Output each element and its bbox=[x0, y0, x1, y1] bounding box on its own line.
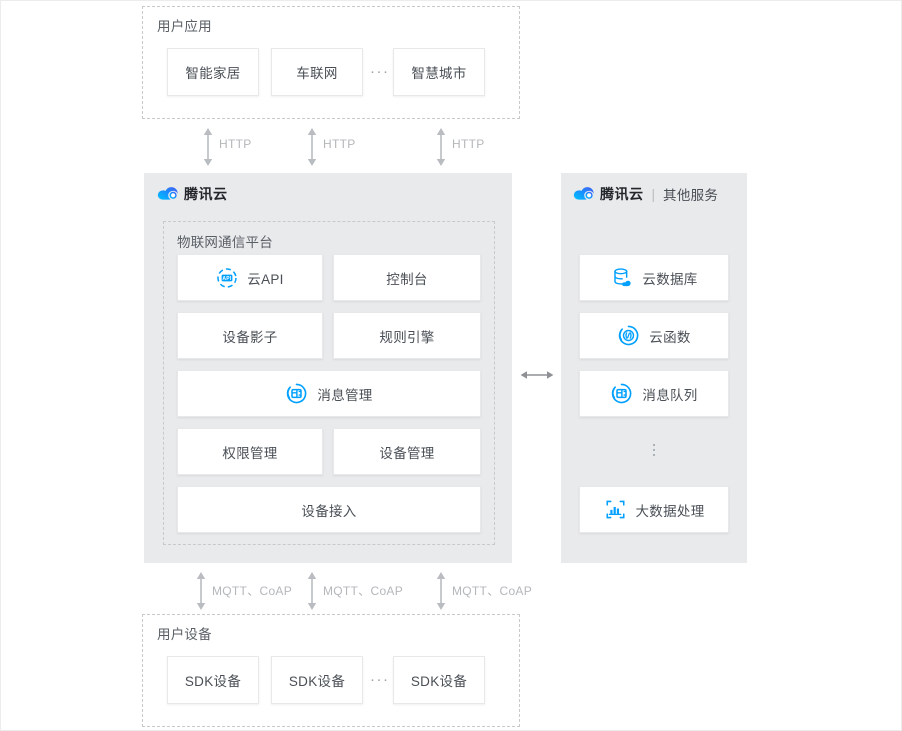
service-card-big-data[interactable]: 大数据处理 bbox=[579, 486, 729, 533]
platform-card-cloud-api[interactable]: API 云API bbox=[177, 254, 323, 301]
mqtt-arrow-3 bbox=[433, 571, 449, 611]
user-device-title: 用户设备 bbox=[157, 627, 212, 642]
service-card-message-queue[interactable]: 消息队列 bbox=[579, 370, 729, 417]
service-card-label: 消息队列 bbox=[642, 387, 698, 403]
tencent-cloud-brand-label: 腾讯云 bbox=[184, 186, 228, 202]
cloud-function-icon bbox=[617, 324, 640, 347]
app-card-smart-city[interactable]: 智慧城市 bbox=[393, 48, 485, 96]
service-card-label: 云函数 bbox=[649, 329, 691, 345]
http-arrow-1 bbox=[200, 127, 216, 167]
other-services-subtitle: 其他服务 bbox=[663, 188, 719, 203]
http-arrow-3 bbox=[433, 127, 449, 167]
http-arrow-label-1: HTTP bbox=[219, 137, 252, 151]
tencent-cloud-logo-icon bbox=[573, 186, 594, 202]
mqtt-arrow-label-2: MQTT、CoAP bbox=[323, 584, 404, 598]
mqtt-arrow-2 bbox=[304, 571, 320, 611]
service-card-label: 云数据库 bbox=[642, 271, 698, 287]
app-card-label: 智慧城市 bbox=[411, 66, 467, 81]
platform-card-label: 设备接入 bbox=[301, 503, 357, 519]
device-card-label: SDK设备 bbox=[288, 674, 346, 689]
svg-text:API: API bbox=[223, 275, 233, 281]
http-arrow-label-2: HTTP bbox=[323, 137, 356, 151]
mqtt-arrow-1 bbox=[193, 571, 209, 611]
service-card-label: 大数据处理 bbox=[635, 503, 705, 519]
user-application-title: 用户应用 bbox=[157, 19, 212, 34]
app-card-connected-vehicle[interactable]: 车联网 bbox=[271, 48, 363, 96]
user-device-group bbox=[142, 614, 520, 727]
services-vertical-ellipsis bbox=[653, 444, 655, 456]
app-card-smart-home[interactable]: 智能家居 bbox=[167, 48, 259, 96]
device-card-sdk-1[interactable]: SDK设备 bbox=[167, 656, 259, 704]
cloud-api-icon: API bbox=[216, 267, 238, 289]
platform-card-permission-management[interactable]: 权限管理 bbox=[177, 428, 323, 475]
http-arrow-2 bbox=[304, 127, 320, 167]
platform-card-label: 设备管理 bbox=[379, 445, 435, 461]
platform-card-message-management[interactable]: 消息管理 bbox=[177, 370, 481, 417]
app-card-label: 车联网 bbox=[296, 66, 338, 81]
platform-card-label: 消息管理 bbox=[317, 387, 373, 403]
big-data-icon bbox=[604, 498, 627, 521]
other-services-brand: 腾讯云 | 其他服务 bbox=[573, 184, 718, 204]
platform-card-label: 权限管理 bbox=[222, 445, 278, 461]
platform-card-label: 云API bbox=[247, 271, 284, 287]
mqtt-arrow-label-3: MQTT、CoAP bbox=[452, 584, 533, 598]
device-group-ellipsis: ··· bbox=[370, 671, 390, 688]
app-card-label: 智能家居 bbox=[185, 66, 241, 81]
app-group-ellipsis: ··· bbox=[370, 63, 390, 80]
brand-divider: | bbox=[651, 186, 656, 202]
platform-card-label: 控制台 bbox=[386, 271, 428, 287]
message-queue-icon bbox=[610, 382, 633, 405]
platform-card-label: 设备影子 bbox=[222, 329, 278, 345]
device-card-label: SDK设备 bbox=[410, 674, 468, 689]
tencent-cloud-logo-icon bbox=[157, 186, 178, 202]
panel-connector-arrow bbox=[520, 367, 554, 383]
message-icon bbox=[285, 382, 308, 405]
platform-card-device-management[interactable]: 设备管理 bbox=[333, 428, 481, 475]
platform-card-device-shadow[interactable]: 设备影子 bbox=[177, 312, 323, 359]
cloud-database-icon bbox=[610, 266, 633, 289]
other-services-brand-label: 腾讯云 bbox=[600, 186, 644, 202]
device-card-sdk-2[interactable]: SDK设备 bbox=[271, 656, 363, 704]
mqtt-arrow-label-1: MQTT、CoAP bbox=[212, 584, 293, 598]
platform-card-rule-engine[interactable]: 规则引擎 bbox=[333, 312, 481, 359]
tencent-cloud-brand: 腾讯云 bbox=[157, 184, 228, 204]
device-card-sdk-3[interactable]: SDK设备 bbox=[393, 656, 485, 704]
iot-platform-title: 物联网通信平台 bbox=[177, 235, 273, 250]
device-card-label: SDK设备 bbox=[184, 674, 242, 689]
platform-card-console[interactable]: 控制台 bbox=[333, 254, 481, 301]
http-arrow-label-3: HTTP bbox=[452, 137, 485, 151]
iot-platform-group bbox=[163, 221, 495, 545]
user-application-group bbox=[142, 6, 520, 119]
service-card-cloud-database[interactable]: 云数据库 bbox=[579, 254, 729, 301]
service-card-cloud-function[interactable]: 云函数 bbox=[579, 312, 729, 359]
platform-card-label: 规则引擎 bbox=[379, 329, 435, 345]
platform-card-device-access[interactable]: 设备接入 bbox=[177, 486, 481, 533]
